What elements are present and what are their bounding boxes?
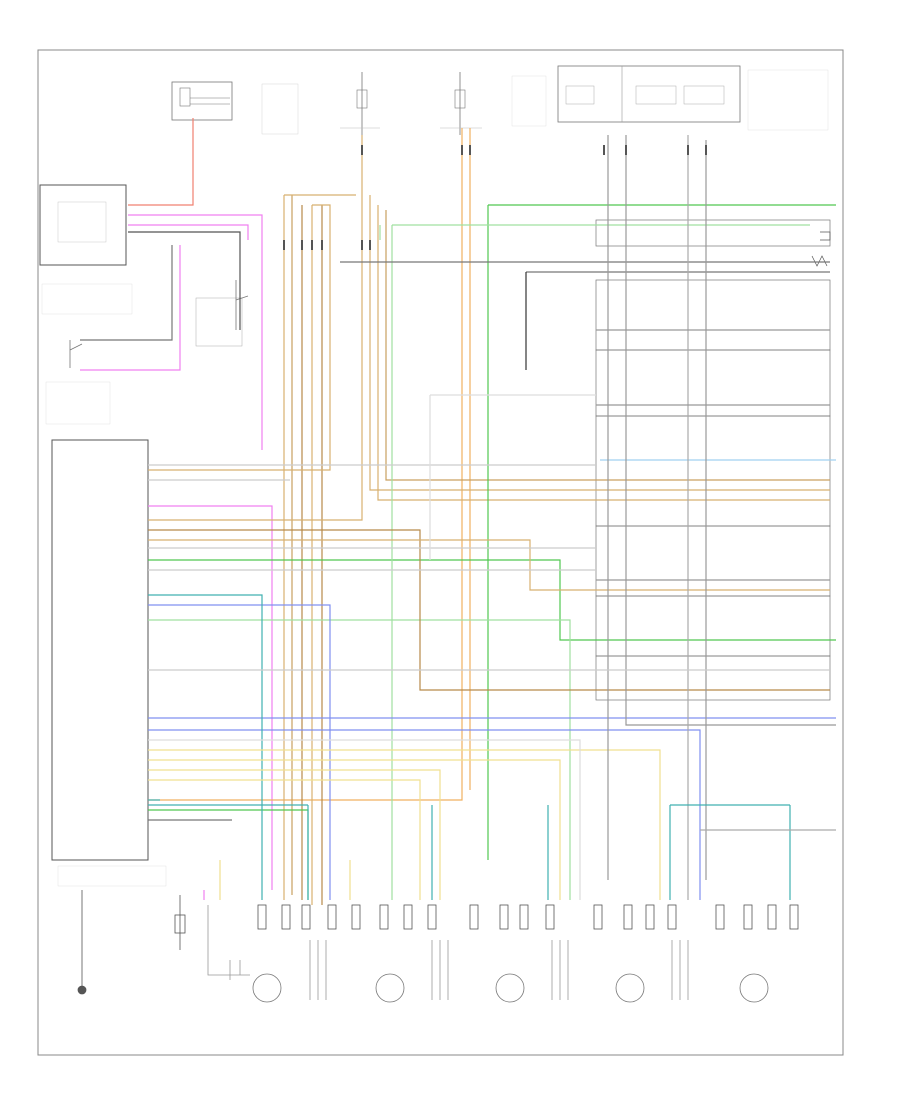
top-fuse-block [171,81,299,135]
top-fuse-right [440,72,547,135]
actuator-2 [351,904,449,1003]
lower-left-switch [45,340,111,425]
wires [80,118,836,905]
left-upper-module [39,184,133,315]
actuator-4 [593,904,689,1003]
switch-component [195,280,249,347]
diagram-frame [37,49,844,1056]
actuator-1 [207,904,337,1003]
actuator-3 [469,904,569,1003]
connector-ticks [283,145,707,250]
bottom-actuators [207,904,799,1003]
ground-component [77,890,186,995]
top-fuse-left [340,72,380,135]
right-connector-boxes [595,219,831,701]
right-junctions [811,231,831,267]
main-control-module [51,439,167,887]
actuator-5 [715,904,799,1003]
top-relay-block [557,65,829,131]
